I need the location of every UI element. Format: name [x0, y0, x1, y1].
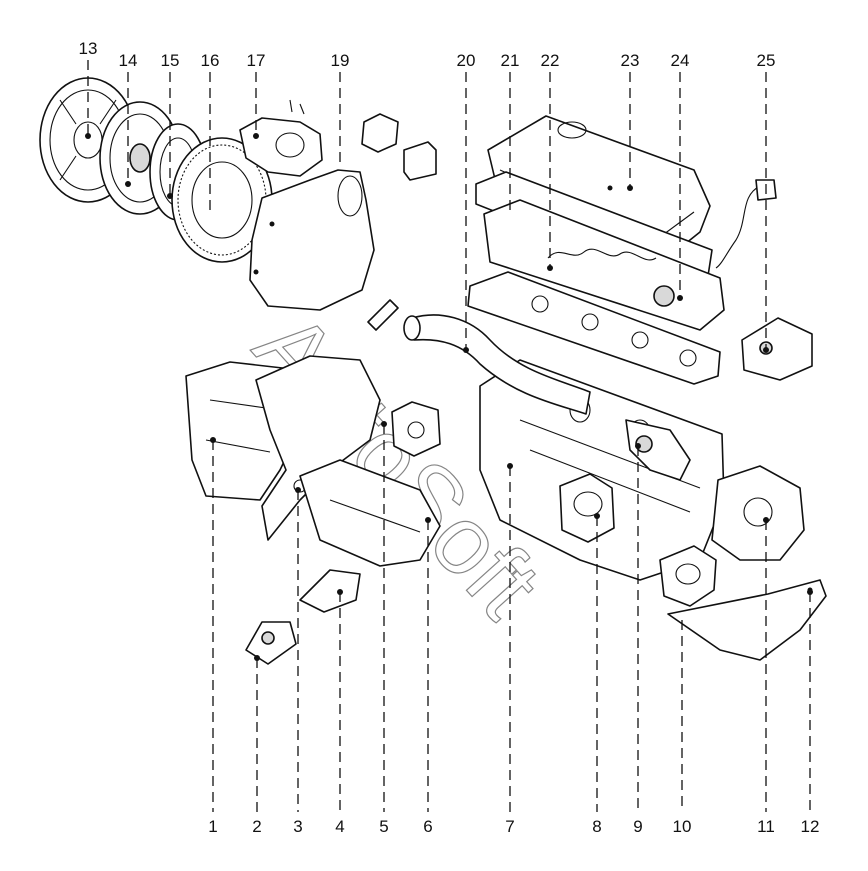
callout-5: 5	[379, 817, 388, 836]
callout-11: 11	[757, 817, 775, 836]
small-mount-top	[361, 113, 437, 181]
oil-pan	[299, 459, 441, 567]
cylinder-head	[483, 199, 725, 331]
callout-12: 12	[801, 817, 820, 836]
thermostat-housing	[391, 401, 441, 457]
callout-8: 8	[592, 817, 601, 836]
callout-24: 24	[671, 51, 690, 70]
callout-21: 21	[501, 51, 520, 70]
callout-19: 19	[331, 51, 350, 70]
callout-16: 16	[201, 51, 220, 70]
engine-mount-left	[245, 569, 361, 665]
callout-20: 20	[457, 51, 476, 70]
callout-10: 10	[673, 817, 692, 836]
callout-13: 13	[79, 39, 98, 58]
callout-23: 23	[621, 51, 640, 70]
head-gasket	[467, 271, 721, 385]
callout-14: 14	[119, 51, 138, 70]
callout-15: 15	[161, 51, 180, 70]
callout-1: 1	[208, 817, 217, 836]
callout-7: 7	[505, 817, 514, 836]
callout-6: 6	[423, 817, 432, 836]
sensor-lead	[715, 179, 777, 269]
callout-2: 2	[252, 817, 261, 836]
callout-4: 4	[335, 817, 344, 836]
leader-lines	[85, 60, 813, 812]
oil-filter	[559, 473, 615, 543]
engine-mount-right	[741, 317, 813, 381]
starter-motor	[239, 99, 323, 177]
timing-cover	[711, 465, 805, 561]
callout-22: 22	[541, 51, 560, 70]
callout-25: 25	[757, 51, 776, 70]
callout-17: 17	[247, 51, 266, 70]
water-pump	[659, 545, 717, 607]
callout-9: 9	[633, 817, 642, 836]
bellhousing-plate	[249, 169, 375, 311]
callout-3: 3	[293, 817, 302, 836]
callout-labels: 1 2 3 4 5 6 7 8 9 10 11 12 13 14 15 16 1…	[79, 39, 820, 836]
